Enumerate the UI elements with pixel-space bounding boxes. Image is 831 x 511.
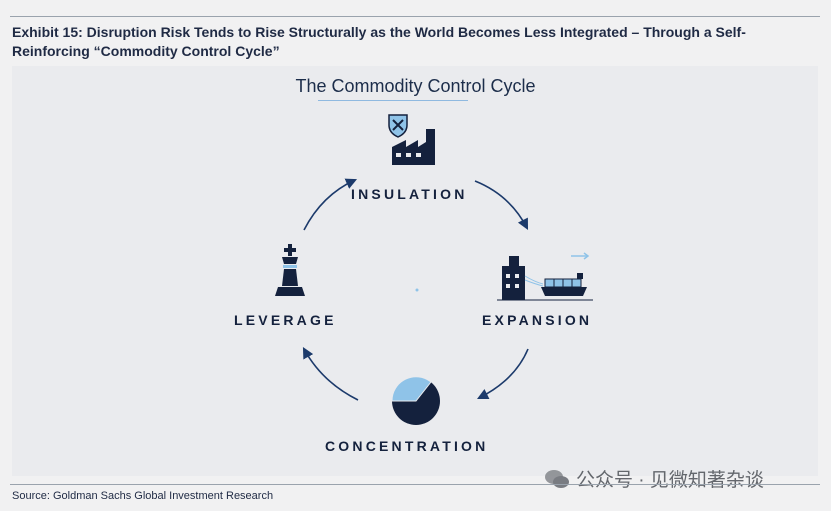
arrow-leverage-to-insulation — [303, 178, 358, 231]
bottom-rule — [10, 484, 820, 485]
stage-concentration-label: CONCENTRATION — [325, 438, 489, 454]
watermark-text: 公众号 · 见微知著杂谈 — [576, 470, 764, 491]
wechat-logo-icon — [545, 469, 569, 488]
factory-ship-icon — [497, 252, 593, 301]
exhibit-title: Exhibit 15: Disruption Risk Tends to Ris… — [12, 24, 746, 59]
source-note: Source: Goldman Sachs Global Investment … — [12, 490, 274, 502]
factory-shield-icon — [388, 114, 435, 165]
arrow-expansion-to-concentration — [476, 348, 529, 400]
diagram-title-underline — [318, 100, 468, 101]
center-dot — [415, 288, 419, 292]
stage-expansion-label: EXPANSION — [482, 312, 593, 328]
top-rule — [10, 16, 820, 17]
watermark: 公众号 · 见微知著杂谈 — [544, 465, 764, 492]
arrow-insulation-to-expansion — [474, 180, 529, 230]
stage-leverage-label: LEVERAGE — [234, 312, 337, 328]
pie-chart-icon — [391, 376, 440, 425]
chess-king-icon — [275, 244, 305, 296]
diagram-title: The Commodity Control Cycle — [295, 76, 536, 96]
stage-insulation-label: INSULATION — [351, 186, 468, 202]
arrow-concentration-to-leverage — [302, 347, 359, 401]
